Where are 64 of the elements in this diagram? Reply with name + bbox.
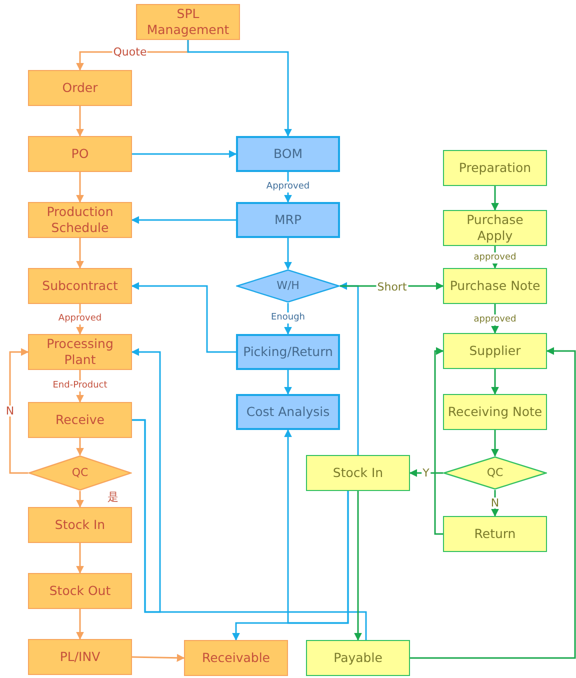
process-box: BOM bbox=[236, 136, 340, 172]
edge-label: Approved bbox=[57, 314, 103, 324]
arrow bbox=[132, 654, 185, 662]
arrow bbox=[132, 150, 237, 158]
edge-label: Enough bbox=[270, 312, 306, 324]
arrow bbox=[409, 469, 443, 477]
process-box: Order bbox=[28, 70, 132, 106]
process-box: Purchase Apply bbox=[443, 210, 547, 246]
arrow bbox=[9, 348, 29, 474]
process-box: Receive bbox=[28, 402, 132, 438]
process-box: Stock In bbox=[28, 507, 132, 543]
arrow bbox=[131, 348, 161, 613]
edge-label: Short bbox=[376, 282, 408, 292]
arrow bbox=[187, 40, 292, 137]
arrow bbox=[491, 369, 499, 395]
process-box: Subcontract bbox=[28, 268, 132, 304]
process-box: Stock Out bbox=[28, 573, 132, 609]
edge-label: End-Product bbox=[52, 380, 108, 392]
process-box: PL/INV bbox=[28, 639, 132, 675]
process-box: Receivable bbox=[184, 640, 288, 676]
edge-label: approved bbox=[472, 252, 518, 264]
process-box: Receiving Note bbox=[443, 394, 547, 430]
edge-label: 是 bbox=[106, 492, 120, 502]
arrow bbox=[76, 106, 84, 137]
process-box: Return bbox=[443, 516, 547, 552]
arrow bbox=[410, 347, 576, 659]
edge-label: approved bbox=[472, 314, 518, 326]
process-box: Cost Analysis bbox=[236, 394, 340, 430]
arrow bbox=[284, 370, 292, 395]
process-box: Processing Plant bbox=[28, 334, 132, 370]
arrow bbox=[131, 282, 236, 353]
edge-label: Approved bbox=[265, 182, 311, 192]
edge-label: N bbox=[490, 498, 500, 508]
arrow bbox=[76, 438, 84, 456]
process-box: SPL Management bbox=[136, 4, 240, 40]
process-box: Production Schedule bbox=[28, 202, 132, 238]
process-box: Picking/Return bbox=[236, 334, 340, 370]
process-box: Supplier bbox=[443, 333, 547, 369]
arrow bbox=[284, 238, 292, 270]
arrow bbox=[232, 491, 349, 641]
arrow bbox=[491, 186, 499, 211]
arrow bbox=[434, 347, 444, 535]
process-box: Stock In bbox=[306, 455, 410, 491]
arrow bbox=[339, 282, 359, 455]
edge-label: Quote bbox=[112, 46, 148, 58]
arrow bbox=[76, 172, 84, 203]
decision-diamond: QC bbox=[443, 456, 547, 490]
arrow bbox=[131, 216, 236, 224]
arrow bbox=[76, 491, 84, 508]
decision-diamond: QC bbox=[28, 455, 132, 491]
arrow bbox=[76, 609, 84, 640]
edge-label: N bbox=[4, 406, 16, 416]
process-box: Purchase Note bbox=[443, 268, 547, 304]
process-box: PO bbox=[28, 136, 132, 172]
process-box: MRP bbox=[236, 202, 340, 238]
arrow bbox=[76, 238, 84, 269]
edge-label: Y bbox=[422, 468, 430, 478]
arrow bbox=[76, 543, 84, 574]
connector-line bbox=[132, 419, 367, 640]
process-box: Preparation bbox=[443, 150, 547, 186]
process-box: Payable bbox=[306, 640, 410, 676]
decision-diamond: W/H bbox=[236, 269, 340, 303]
arrow bbox=[491, 430, 499, 457]
arrow bbox=[354, 491, 362, 641]
